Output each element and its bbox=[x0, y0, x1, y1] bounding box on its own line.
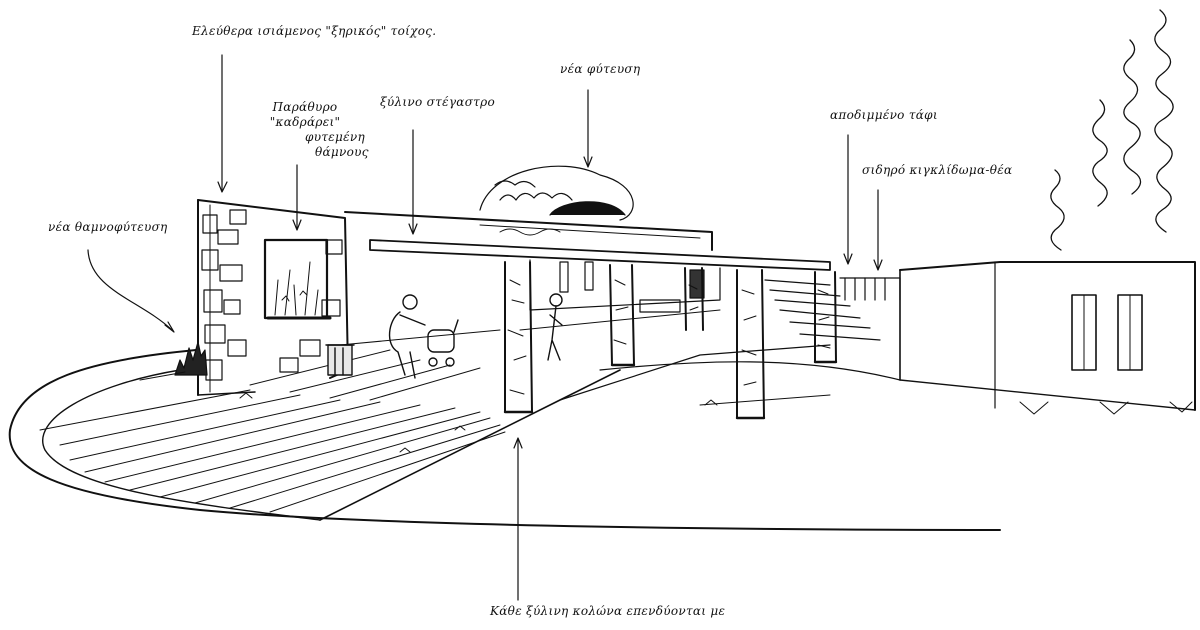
label-window-line-4: θάμνους bbox=[315, 145, 369, 159]
label-stone-columns-line-2: επενδύονται με bbox=[626, 604, 726, 618]
building-right bbox=[899, 261, 1196, 411]
leader-lines bbox=[87, 54, 883, 601]
plaza-outer-edge bbox=[8, 349, 1001, 531]
label-window-line-1: Παράθυρο bbox=[272, 100, 338, 114]
ground-marks bbox=[239, 392, 1193, 453]
shrub-left bbox=[174, 341, 208, 376]
stairs bbox=[764, 279, 881, 341]
label-new-planting-top: νέα φύτευση bbox=[560, 62, 641, 76]
wall-window bbox=[263, 238, 329, 320]
label-iron-railing: σιδηρό κιγκλίδωμα-θέα bbox=[862, 163, 1013, 177]
label-stone-wall: Ελεύθερα ισιάμενος "ξηρικός" τοίχος. bbox=[192, 24, 437, 38]
person-walking bbox=[547, 293, 563, 361]
label-window-line-2: "καδράρει" bbox=[269, 115, 341, 129]
stone-column-4 bbox=[735, 269, 766, 420]
tree-right bbox=[1050, 9, 1174, 251]
tree-back bbox=[479, 165, 634, 221]
label-window: Παράθυρο "καδράρει" φυτεμένη θάμνους bbox=[245, 100, 369, 160]
trash-bin bbox=[325, 344, 355, 376]
label-retaining-wall: αποδιμμένο τάφι bbox=[830, 108, 938, 122]
label-new-planting-left: νέα θαμνοφύτευση bbox=[48, 220, 168, 234]
wood-roof bbox=[344, 211, 831, 271]
label-stone-columns-line-1: Κάθε ξύλινη κολώνα bbox=[490, 604, 623, 618]
stone-column-5 bbox=[813, 271, 838, 364]
pavement-stripes bbox=[39, 349, 506, 513]
path-edge bbox=[319, 369, 621, 521]
iron-railing bbox=[839, 277, 901, 301]
label-stone-columns: Κάθε ξύλινη κολώνα επενδύονται με bbox=[490, 604, 725, 619]
label-window-line-3: φυτεμένη bbox=[305, 130, 365, 144]
stone-column-1 bbox=[503, 261, 534, 414]
stone-column-3 bbox=[684, 267, 704, 331]
plaza-inner-edge bbox=[42, 369, 321, 521]
person-with-stroller bbox=[388, 294, 459, 379]
stone-column-2 bbox=[609, 264, 636, 367]
stone-wall bbox=[197, 199, 349, 396]
label-wood-roof: ξύλινο στέγαστρο bbox=[380, 95, 496, 109]
